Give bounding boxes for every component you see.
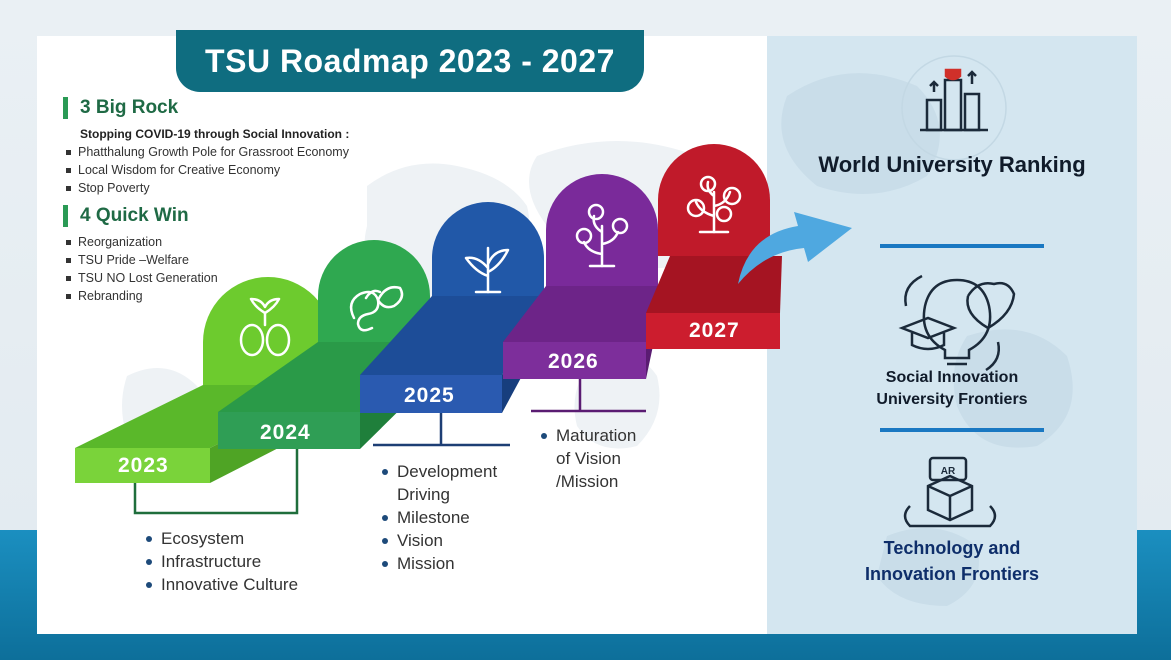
frontiers-panel bbox=[767, 36, 1137, 634]
list-item: Stop Poverty bbox=[66, 179, 349, 197]
list-item: Reorganization bbox=[66, 233, 218, 251]
page-title: TSU Roadmap 2023 - 2027 bbox=[176, 30, 644, 92]
list-item: TSU Pride –Welfare bbox=[66, 251, 218, 269]
connector-2025 bbox=[373, 413, 510, 447]
details-2026: Maturation of Vision /Mission bbox=[540, 424, 650, 493]
list-item: Innovative Culture bbox=[145, 573, 298, 596]
big-rock-list: Phatthalung Growth Pole for Grassroot Ec… bbox=[66, 143, 349, 197]
frontier-divider bbox=[880, 244, 1044, 248]
list-item: Milestone bbox=[381, 506, 521, 529]
connector-2026 bbox=[531, 379, 646, 413]
list-item: TSU NO Lost Generation bbox=[66, 269, 218, 287]
year-label-2024: 2024 bbox=[260, 421, 311, 444]
big-rock-subtitle: Stopping COVID-19 through Social Innovat… bbox=[80, 127, 350, 141]
list-item: Local Wisdom for Creative Economy bbox=[66, 161, 349, 179]
list-item: Ecosystem bbox=[145, 527, 298, 550]
details-2023-2024: Ecosystem Infrastructure Innovative Cult… bbox=[145, 527, 298, 596]
seed-sprout-icon bbox=[239, 297, 291, 357]
list-item: Mission bbox=[381, 552, 521, 575]
frontier-world-ranking-label: World University Ranking bbox=[818, 152, 1086, 177]
year-label-2027: 2027 bbox=[689, 319, 740, 342]
frontiers-map-background bbox=[781, 73, 1073, 606]
list-item: Development Driving bbox=[381, 460, 521, 506]
list-item: Maturation of Vision /Mission bbox=[540, 424, 650, 493]
list-item: Phatthalung Growth Pole for Grassroot Ec… bbox=[66, 143, 349, 161]
year-label-2023: 2023 bbox=[118, 454, 169, 477]
quick-win-list: Reorganization TSU Pride –Welfare TSU NO… bbox=[66, 233, 218, 305]
germinating-bean-icon bbox=[349, 286, 404, 332]
list-item: Vision bbox=[381, 529, 521, 552]
lightbulb-graduation-cap-icon bbox=[898, 274, 1016, 372]
frontier-social-innovation-label: Social Innovation University Frontiers bbox=[876, 369, 1028, 408]
flowering-plant-icon bbox=[575, 203, 629, 268]
frontier-divider bbox=[880, 428, 1044, 432]
svg-text:AR: AR bbox=[941, 466, 956, 477]
details-2025: Development Driving Milestone Vision Mis… bbox=[381, 460, 521, 575]
connector-2023-2024 bbox=[133, 449, 299, 515]
list-item: Rebranding bbox=[66, 287, 218, 305]
ar-cube-icon bbox=[903, 456, 997, 528]
year-label-2026: 2026 bbox=[548, 350, 599, 373]
big-rock-heading: 3 Big Rock bbox=[63, 97, 178, 119]
ranking-bar-chart-trophy-icon bbox=[920, 68, 988, 132]
frontier-technology-label: Technology and Innovation Frontiers bbox=[864, 538, 1039, 584]
list-item: Infrastructure bbox=[145, 550, 298, 573]
seedling-leaves-icon bbox=[464, 246, 510, 294]
quick-win-heading: 4 Quick Win bbox=[63, 205, 189, 227]
fruit-tree-icon bbox=[686, 175, 742, 234]
arrow-to-frontiers-icon bbox=[738, 212, 852, 284]
year-label-2025: 2025 bbox=[404, 384, 455, 407]
